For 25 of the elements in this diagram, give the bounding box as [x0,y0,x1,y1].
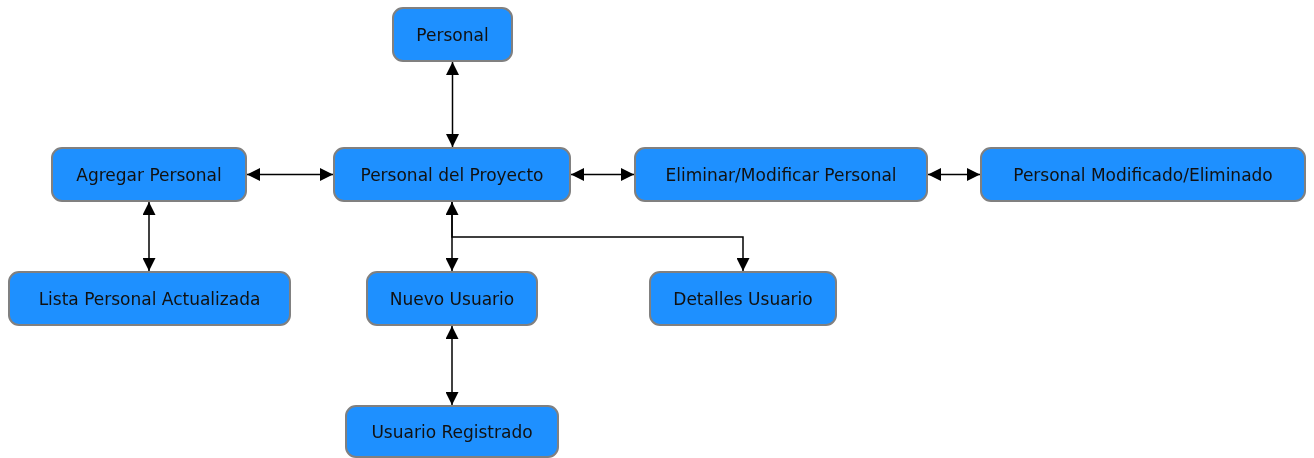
box-label: Eliminar/Modificar Personal [665,164,897,185]
process-box [333,147,571,202]
process-box [980,147,1306,202]
box-label: Usuario Registrado [371,421,533,442]
process-box [366,271,538,326]
process-box [345,405,559,458]
process-box [51,147,247,202]
arrow [927,168,981,181]
arrow [142,201,156,272]
process-box [634,147,928,202]
process-box [8,271,291,326]
process-box [649,271,837,326]
arrow [445,325,459,406]
box-label: Personal del Proyecto [360,164,544,185]
arrow [446,61,459,148]
arrow [570,168,635,181]
arrow [246,168,334,181]
box-label: Nuevo Usuario [389,288,515,309]
box-label: Agregar Personal [76,164,222,185]
box-label: Lista Personal Actualizada [38,288,261,309]
box-label: Personal Modificado/Eliminado [1013,164,1273,185]
arrow [451,201,750,272]
box-label: Detalles Usuario [673,288,813,309]
box-label: Personal [416,24,489,45]
process-box [392,7,513,62]
